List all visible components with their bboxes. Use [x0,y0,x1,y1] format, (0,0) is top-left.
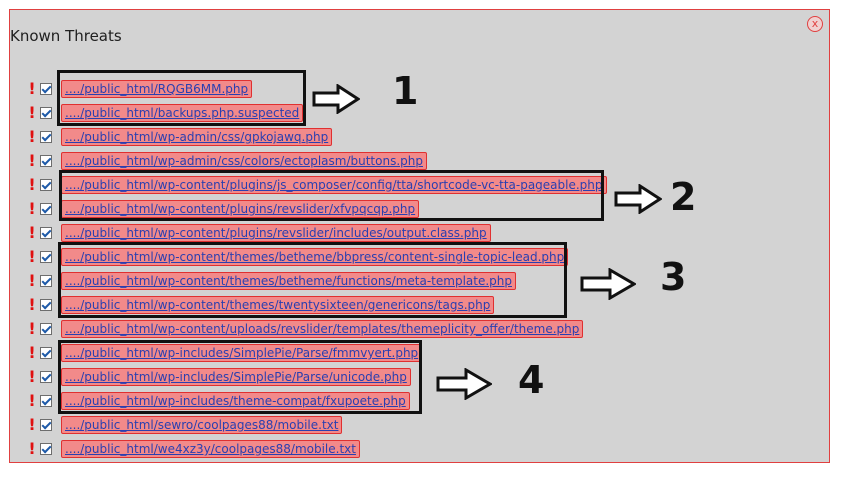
exclamation-icon: ! [28,439,36,458]
threat-file-link[interactable]: ..../public_html/RQGB6MM.php [61,80,253,98]
checkbox-checked-icon[interactable] [40,323,52,335]
arrow-right-icon [312,84,360,114]
checkbox-checked-icon[interactable] [40,275,52,287]
threat-file-link[interactable]: ..../public_html/wp-content/plugins/revs… [61,224,491,242]
threat-row: ! ..../public_html/wp-content/uploads/re… [26,319,584,339]
checkbox-checked-icon[interactable] [40,347,52,359]
arrow-right-icon [614,184,662,214]
checkbox-checked-icon[interactable] [40,179,52,191]
threat-row: ! ..../public_html/wp-includes/theme-com… [26,391,410,411]
threat-row: ! ..../public_html/sewro/coolpages88/mob… [26,415,343,435]
threat-row: ! ..../public_html/backups.php.suspected [26,103,304,123]
exclamation-icon: ! [28,79,36,98]
threat-row: ! ..../public_html/wp-content/plugins/re… [26,223,491,243]
exclamation-icon: ! [28,391,36,410]
panel-title: Known Threats [10,27,122,45]
threat-file-link[interactable]: ..../public_html/sewro/coolpages88/mobil… [61,416,343,434]
threat-row: ! ..../public_html/wp-includes/SimplePie… [26,367,411,387]
threat-row: ! ..../public_html/wp-includes/SimplePie… [26,343,423,363]
annotation-box-2 [59,170,604,221]
threat-row: ! ..../public_html/wp-content/themes/bet… [26,271,516,291]
exclamation-icon: ! [28,319,36,338]
exclamation-icon: ! [28,127,36,146]
threat-file-link[interactable]: ..../public_html/wp-includes/SimplePie/P… [61,344,423,362]
annotation-box-3 [58,242,567,318]
threat-file-link[interactable]: ..../public_html/we4xz3y/coolpages88/mob… [61,440,360,458]
threat-row: ! ..../public_html/wp-content/plugins/js… [26,175,607,195]
threat-file-link[interactable]: ..../public_html/wp-includes/SimplePie/P… [61,368,411,386]
threat-file-link[interactable]: ..../public_html/wp-content/plugins/js_c… [61,176,607,194]
arrow-right-icon [436,368,492,400]
threat-row: ! ..../public_html/wp-content/themes/twe… [26,295,495,315]
exclamation-icon: ! [28,223,36,242]
annotation-box-1 [57,70,306,126]
checkbox-checked-icon[interactable] [40,251,52,263]
annotation-number-4: 4 [518,358,545,402]
arrow-right-icon [580,268,636,300]
annotation-number-1: 1 [392,69,419,113]
checkbox-checked-icon[interactable] [40,203,52,215]
exclamation-icon: ! [28,103,36,122]
threat-file-link[interactable]: ..../public_html/wp-admin/css/colors/ect… [61,152,427,170]
threat-file-link[interactable]: ..../public_html/wp-content/themes/bethe… [61,248,569,266]
checkbox-checked-icon[interactable] [40,107,52,119]
checkbox-checked-icon[interactable] [40,371,52,383]
checkbox-checked-icon[interactable] [40,83,52,95]
exclamation-icon: ! [28,151,36,170]
threat-file-link[interactable]: ..../public_html/wp-content/themes/bethe… [61,272,516,290]
threat-file-link[interactable]: ..../public_html/wp-content/themes/twent… [61,296,495,314]
threat-row: ! ..../public_html/wp-content/themes/bet… [26,247,569,267]
threat-row: ! ..../public_html/RQGB6MM.php [26,79,253,99]
exclamation-icon: ! [28,199,36,218]
threat-row: ! ..../public_html/wp-content/plugins/re… [26,199,420,219]
exclamation-icon: ! [28,271,36,290]
checkbox-checked-icon[interactable] [40,227,52,239]
exclamation-icon: ! [28,367,36,386]
exclamation-icon: ! [28,415,36,434]
threat-file-link[interactable]: ..../public_html/wp-content/plugins/revs… [61,200,420,218]
checkbox-checked-icon[interactable] [40,443,52,455]
checkbox-checked-icon[interactable] [40,131,52,143]
threat-file-link[interactable]: ..../public_html/wp-content/uploads/revs… [61,320,584,338]
threat-file-link[interactable]: ..../public_html/wp-admin/css/gpkojawq.p… [61,128,333,146]
checkbox-checked-icon[interactable] [40,395,52,407]
annotation-box-4 [58,340,422,414]
exclamation-icon: ! [28,247,36,266]
exclamation-icon: ! [28,343,36,362]
checkbox-checked-icon[interactable] [40,299,52,311]
threat-file-link[interactable]: ..../public_html/wp-includes/theme-compa… [61,392,410,410]
checkbox-checked-icon[interactable] [40,155,52,167]
threat-row: ! ..../public_html/we4xz3y/coolpages88/m… [26,439,360,459]
exclamation-icon: ! [28,175,36,194]
annotation-number-2: 2 [670,175,697,219]
threat-row: ! ..../public_html/wp-admin/css/gpkojawq… [26,127,333,147]
close-icon[interactable]: x [807,16,823,32]
checkbox-checked-icon[interactable] [40,419,52,431]
threat-file-link[interactable]: ..../public_html/backups.php.suspected [61,104,304,122]
exclamation-icon: ! [28,295,36,314]
annotation-number-3: 3 [660,255,687,299]
threat-row: ! ..../public_html/wp-admin/css/colors/e… [26,151,427,171]
